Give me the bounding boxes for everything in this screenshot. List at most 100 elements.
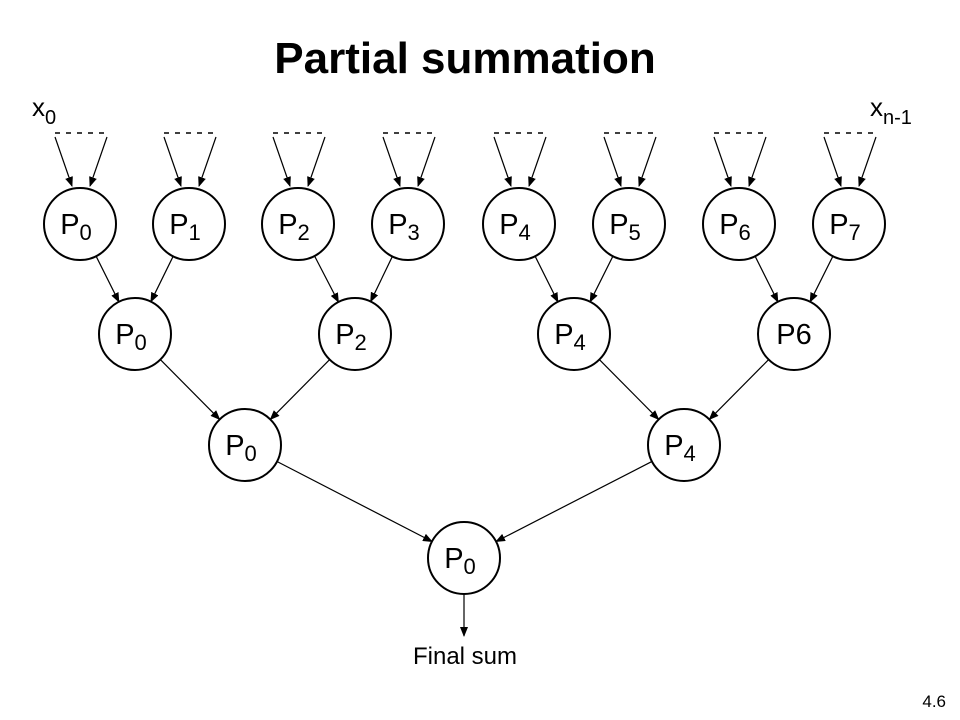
node-label-sub: 5 — [629, 220, 641, 245]
input-arrow — [382, 136, 401, 187]
node-label-base: P — [335, 319, 354, 351]
process-node: P0 — [98, 297, 172, 371]
node-label-sub: 4 — [684, 441, 696, 466]
node-circle — [371, 187, 445, 261]
node-label-base: P — [719, 209, 738, 241]
page-number: 4.6 — [922, 692, 946, 711]
node-circle — [43, 187, 117, 261]
node-label: P2 — [278, 209, 310, 245]
node-label-sub: 2 — [298, 220, 310, 245]
input-arrow — [272, 136, 291, 187]
node-label: P5 — [609, 209, 641, 245]
node-circle — [208, 408, 282, 482]
tree-edge — [314, 255, 339, 303]
tree-edge — [276, 460, 433, 543]
process-node: P4 — [537, 297, 611, 371]
node-label-base: P — [388, 209, 407, 241]
node-label-base: P — [499, 209, 518, 241]
process-node: P0 — [43, 187, 117, 261]
tree-edge — [95, 255, 120, 303]
tree-edge — [495, 460, 653, 543]
node-label: P1 — [169, 209, 201, 245]
node-label: P4 — [664, 430, 696, 466]
node-circle — [757, 297, 831, 371]
node-label-sub: 3 — [408, 220, 420, 245]
input-arrow — [417, 136, 436, 187]
input-arrow — [198, 136, 217, 187]
final-sum-label: Final sum — [413, 643, 517, 670]
node-label: P3 — [388, 209, 420, 245]
input-arrow — [823, 136, 842, 187]
input-arrow — [858, 136, 877, 187]
node-label-sub: 0 — [135, 330, 147, 355]
node-label: P0 — [60, 209, 92, 245]
node-label-base: P — [115, 319, 134, 351]
process-node: P6 — [757, 297, 831, 371]
tree-edge — [809, 255, 834, 303]
node-label: P0 — [225, 430, 257, 466]
process-node: P0 — [427, 521, 501, 595]
node-label-base: P — [664, 430, 683, 462]
input-arrow — [89, 136, 108, 187]
tree-edge — [754, 255, 779, 303]
input-arrow — [713, 136, 732, 187]
input-arrow — [493, 136, 512, 187]
input-arrow — [163, 136, 182, 187]
page-title: Partial summation — [274, 34, 656, 83]
tree-edge — [159, 359, 221, 421]
node-label: P6 — [776, 319, 811, 351]
node-label-base: P — [609, 209, 628, 241]
node-label-base: P — [225, 430, 244, 462]
process-node: P4 — [482, 187, 556, 261]
node-label-sub: 0 — [245, 441, 257, 466]
node-circle — [812, 187, 886, 261]
input-arrow — [748, 136, 767, 187]
input-arrow — [638, 136, 657, 187]
process-node: P2 — [261, 187, 335, 261]
labels-layer: x0 xn-1 Final sum — [32, 92, 912, 670]
node-circle — [98, 297, 172, 371]
process-node: P0 — [208, 408, 282, 482]
node-label: P0 — [115, 319, 147, 355]
node-label: P7 — [829, 209, 861, 245]
node-label-base: P — [829, 209, 848, 241]
tree-edge — [708, 359, 770, 421]
edges-layer — [54, 136, 877, 637]
node-circle — [592, 187, 666, 261]
node-label: P4 — [499, 209, 531, 245]
node-circle — [427, 521, 501, 595]
node-circle — [482, 187, 556, 261]
process-node: P3 — [371, 187, 445, 261]
node-circle — [702, 187, 776, 261]
tree-edge — [598, 359, 660, 421]
tree-edge — [534, 255, 559, 303]
process-node: P7 — [812, 187, 886, 261]
process-node: P1 — [152, 187, 226, 261]
node-label-sub: 0 — [464, 554, 476, 579]
node-label-sub: 6 — [739, 220, 751, 245]
tree-edge — [589, 255, 614, 303]
node-label-base: P — [169, 209, 188, 241]
process-node: P5 — [592, 187, 666, 261]
node-label-base: P6 — [776, 319, 811, 351]
node-label-base: P — [278, 209, 297, 241]
node-circle — [152, 187, 226, 261]
node-label-base: P — [444, 543, 463, 575]
node-label: P4 — [554, 319, 586, 355]
node-label-sub: 4 — [574, 330, 586, 355]
node-label-base: P — [554, 319, 573, 351]
node-label-sub: 0 — [80, 220, 92, 245]
input-last-label: xn-1 — [870, 92, 912, 129]
node-label-sub: 7 — [849, 220, 861, 245]
node-circle — [537, 297, 611, 371]
node-label-sub: 4 — [519, 220, 531, 245]
tree-edge — [150, 256, 174, 303]
input-arrow — [603, 136, 622, 187]
node-circle — [261, 187, 335, 261]
node-label: P6 — [719, 209, 751, 245]
tree-edge — [370, 256, 393, 303]
input-arrow — [307, 136, 326, 187]
process-node: P4 — [647, 408, 721, 482]
process-node: P2 — [318, 297, 392, 371]
tree-edge — [269, 359, 331, 421]
